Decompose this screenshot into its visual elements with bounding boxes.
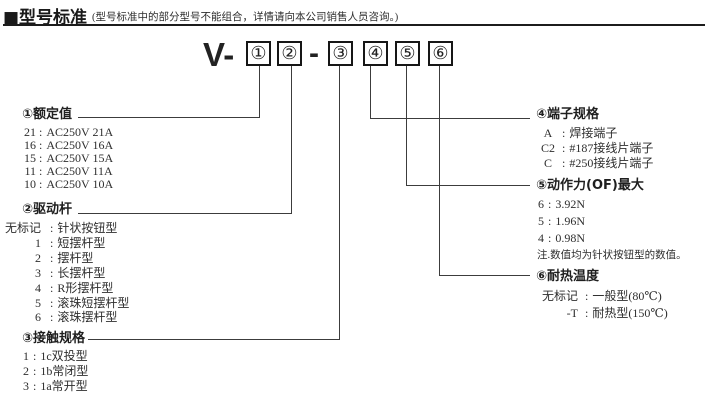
header-rule	[3, 24, 705, 26]
circled-digit-2: ②	[281, 42, 298, 64]
connector-1-horizontal	[78, 117, 260, 118]
model-box-3: ③	[328, 41, 353, 66]
section-force-list: 6:3.92N 5:1.96N 4:0.98N	[537, 196, 585, 247]
list-item: 10:AC250V 10A	[24, 176, 114, 191]
model-dash: -	[309, 37, 319, 70]
list-item: 5:1.96N	[538, 214, 586, 228]
list-item: 5:滚珠短摆杆型	[35, 295, 130, 310]
circled-digit-6: ⑥	[432, 42, 449, 64]
connector-2-horizontal	[78, 213, 292, 214]
connector-5-vertical	[406, 66, 407, 185]
circled-digit-3: ③	[332, 42, 349, 64]
list-item: 2:摆杆型	[35, 250, 94, 265]
connector-4-horizontal	[370, 118, 530, 119]
list-item: A:焊接端子	[543, 126, 618, 140]
list-item: 6:3.92N	[538, 197, 586, 211]
model-box-6: ⑥	[428, 41, 453, 66]
list-item: 无标记:针状按钮型	[4, 221, 118, 235]
list-item: 1:1c双投型	[23, 349, 88, 363]
connector-3-horizontal	[88, 339, 340, 340]
connector-2-vertical	[291, 66, 292, 213]
model-box-5: ⑤	[395, 41, 420, 66]
page-subtitle: (型号标准中的部分型号不能组合，详情请向本公司销售人员咨询。)	[92, 12, 399, 23]
page-title: ■型号标准	[3, 8, 88, 28]
section-terminal-list: A:焊接端子 C2:#187接线片端子 C:#250接线片端子	[537, 126, 653, 171]
list-item: 1:短摆杆型	[35, 235, 106, 250]
section-terminal-title: ④端子规格	[536, 107, 600, 122]
section-temperature-list: 无标记:一般型(80℃) -T:耐热型(150℃)	[536, 288, 668, 322]
list-item: 6:滚珠摆杆型	[35, 310, 118, 325]
model-box-2: ②	[277, 41, 302, 66]
connector-4-vertical	[370, 66, 371, 118]
list-item: -T:耐热型(150℃)	[566, 306, 668, 320]
circled-digit-4: ④	[367, 42, 384, 64]
list-item: C:#250接线片端子	[543, 155, 654, 170]
section-contact-title: ③接触规格	[22, 331, 86, 346]
list-item: 21:AC250V 21A	[24, 125, 114, 139]
connector-3-vertical	[339, 66, 340, 339]
list-item: C2:#187接线片端子	[540, 140, 654, 155]
section-force-title: ⑤动作力(OF)最大	[536, 178, 644, 193]
model-box-4: ④	[363, 41, 388, 66]
list-item: 无标记:一般型(80℃)	[541, 289, 662, 303]
connector-6-vertical	[439, 66, 440, 275]
section-contact-list: 1:1c双投型 2:1b常闭型 3:1a常开型	[22, 349, 88, 394]
list-item: 4:R形摆杆型	[35, 280, 114, 295]
list-item: 11:AC250V 11A	[24, 163, 113, 178]
circled-digit-5: ⑤	[399, 42, 416, 64]
section-rating-list: 21:AC250V 21A 16:AC250V 16A 15:AC250V 15…	[20, 126, 113, 191]
model-box-1: ①	[246, 41, 271, 66]
list-item: 3:长摆杆型	[35, 265, 106, 280]
circled-digit-1: ①	[250, 42, 267, 64]
list-item: 2:1b常闭型	[23, 364, 89, 378]
model-prefix: V-	[203, 36, 235, 73]
list-item: 3:1a常开型	[23, 379, 88, 393]
section-actuator-list: 无标记:针状按钮型 1:短摆杆型 2:摆杆型 3:长摆杆型 4:R形摆杆型 5:…	[3, 221, 129, 325]
section-temperature-title: ⑥耐热温度	[536, 269, 600, 284]
section-force-note: 注.数值均为针状按钮型的数值。	[537, 250, 687, 261]
connector-1-vertical	[259, 66, 260, 117]
section-rating-title: ①额定值	[22, 107, 73, 122]
section-actuator-title: ②驱动杆	[22, 202, 73, 217]
list-item: 15:AC250V 15A	[24, 150, 114, 165]
connector-5-horizontal	[406, 185, 530, 186]
connector-6-horizontal	[439, 275, 530, 276]
list-item: 4:0.98N	[538, 231, 586, 245]
list-item: 16:AC250V 16A	[24, 137, 114, 152]
